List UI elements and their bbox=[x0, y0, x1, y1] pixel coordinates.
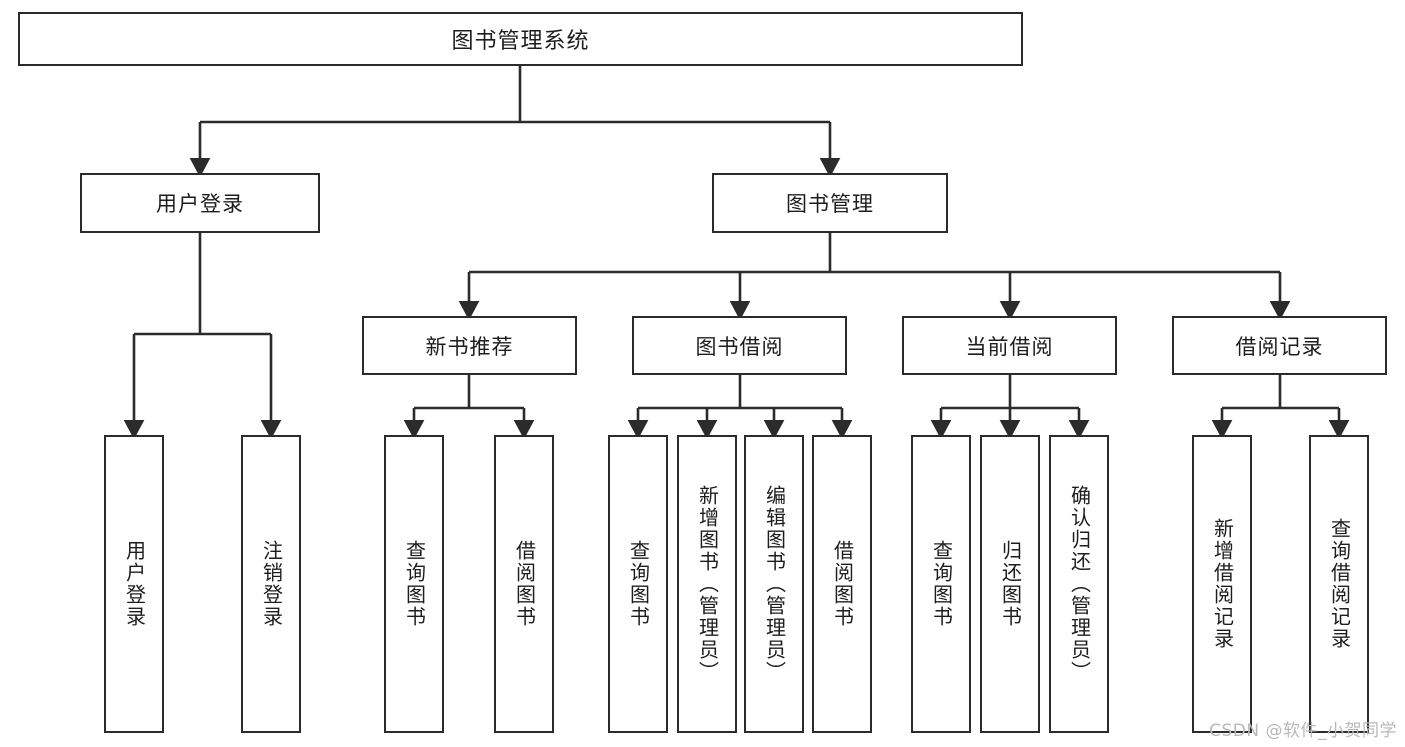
node-root-library-system[interactable]: 图书管理系统 bbox=[18, 12, 1023, 66]
node-label: 查询借阅记录 bbox=[1327, 518, 1352, 650]
node-label: 借阅图书 bbox=[512, 540, 537, 628]
node-label: 借阅记录 bbox=[1235, 334, 1324, 359]
node-user-login[interactable]: 用户登录 bbox=[80, 173, 320, 233]
leaf-add-borrow-record[interactable]: 新增借阅记录 bbox=[1192, 435, 1252, 733]
node-borrow-record[interactable]: 借阅记录 bbox=[1172, 316, 1387, 375]
node-label: 新增借阅记录 bbox=[1210, 518, 1235, 650]
node-label: 归还图书 bbox=[998, 540, 1023, 628]
node-label: 查询图书 bbox=[402, 540, 427, 628]
leaf-query-borrow-record[interactable]: 查询借阅记录 bbox=[1309, 435, 1369, 733]
node-label: 当前借阅 bbox=[965, 334, 1054, 359]
node-new-book-recommend[interactable]: 新书推荐 bbox=[362, 316, 577, 375]
leaf-edit-book-admin[interactable]: 编辑图书（管理员） bbox=[744, 435, 804, 733]
node-label: 新增图书（管理员） bbox=[695, 485, 720, 683]
node-label: 新书推荐 bbox=[425, 334, 514, 359]
leaf-confirm-return-admin[interactable]: 确认归还（管理员） bbox=[1049, 435, 1109, 733]
node-label: 图书管理系统 bbox=[451, 29, 590, 54]
node-label: 用户登录 bbox=[122, 540, 147, 628]
leaf-borrow-book-recommend[interactable]: 借阅图书 bbox=[494, 435, 554, 733]
leaf-add-book-admin[interactable]: 新增图书（管理员） bbox=[677, 435, 737, 733]
leaf-user-logout[interactable]: 注销登录 bbox=[241, 435, 301, 733]
node-label: 确认归还（管理员） bbox=[1067, 485, 1092, 683]
node-label: 注销登录 bbox=[259, 540, 284, 628]
node-label: 借阅图书 bbox=[830, 540, 855, 628]
leaf-user-login[interactable]: 用户登录 bbox=[104, 435, 164, 733]
node-label: 用户登录 bbox=[156, 192, 244, 216]
leaf-query-book-borrow[interactable]: 查询图书 bbox=[608, 435, 668, 733]
leaf-return-book[interactable]: 归还图书 bbox=[980, 435, 1040, 733]
watermark-text: CSDN @软件_小贺同学 bbox=[1209, 721, 1397, 741]
node-label: 查询图书 bbox=[929, 540, 954, 628]
node-book-borrow[interactable]: 图书借阅 bbox=[632, 316, 847, 375]
leaf-query-book-recommend[interactable]: 查询图书 bbox=[384, 435, 444, 733]
node-current-borrow[interactable]: 当前借阅 bbox=[902, 316, 1117, 375]
node-label: 图书管理 bbox=[786, 192, 874, 216]
node-label: 查询图书 bbox=[626, 540, 651, 628]
node-book-management[interactable]: 图书管理 bbox=[712, 173, 948, 233]
node-label: 图书借阅 bbox=[695, 334, 784, 359]
leaf-borrow-book[interactable]: 借阅图书 bbox=[812, 435, 872, 733]
node-label: 编辑图书（管理员） bbox=[762, 485, 787, 683]
leaf-query-book-current[interactable]: 查询图书 bbox=[911, 435, 971, 733]
